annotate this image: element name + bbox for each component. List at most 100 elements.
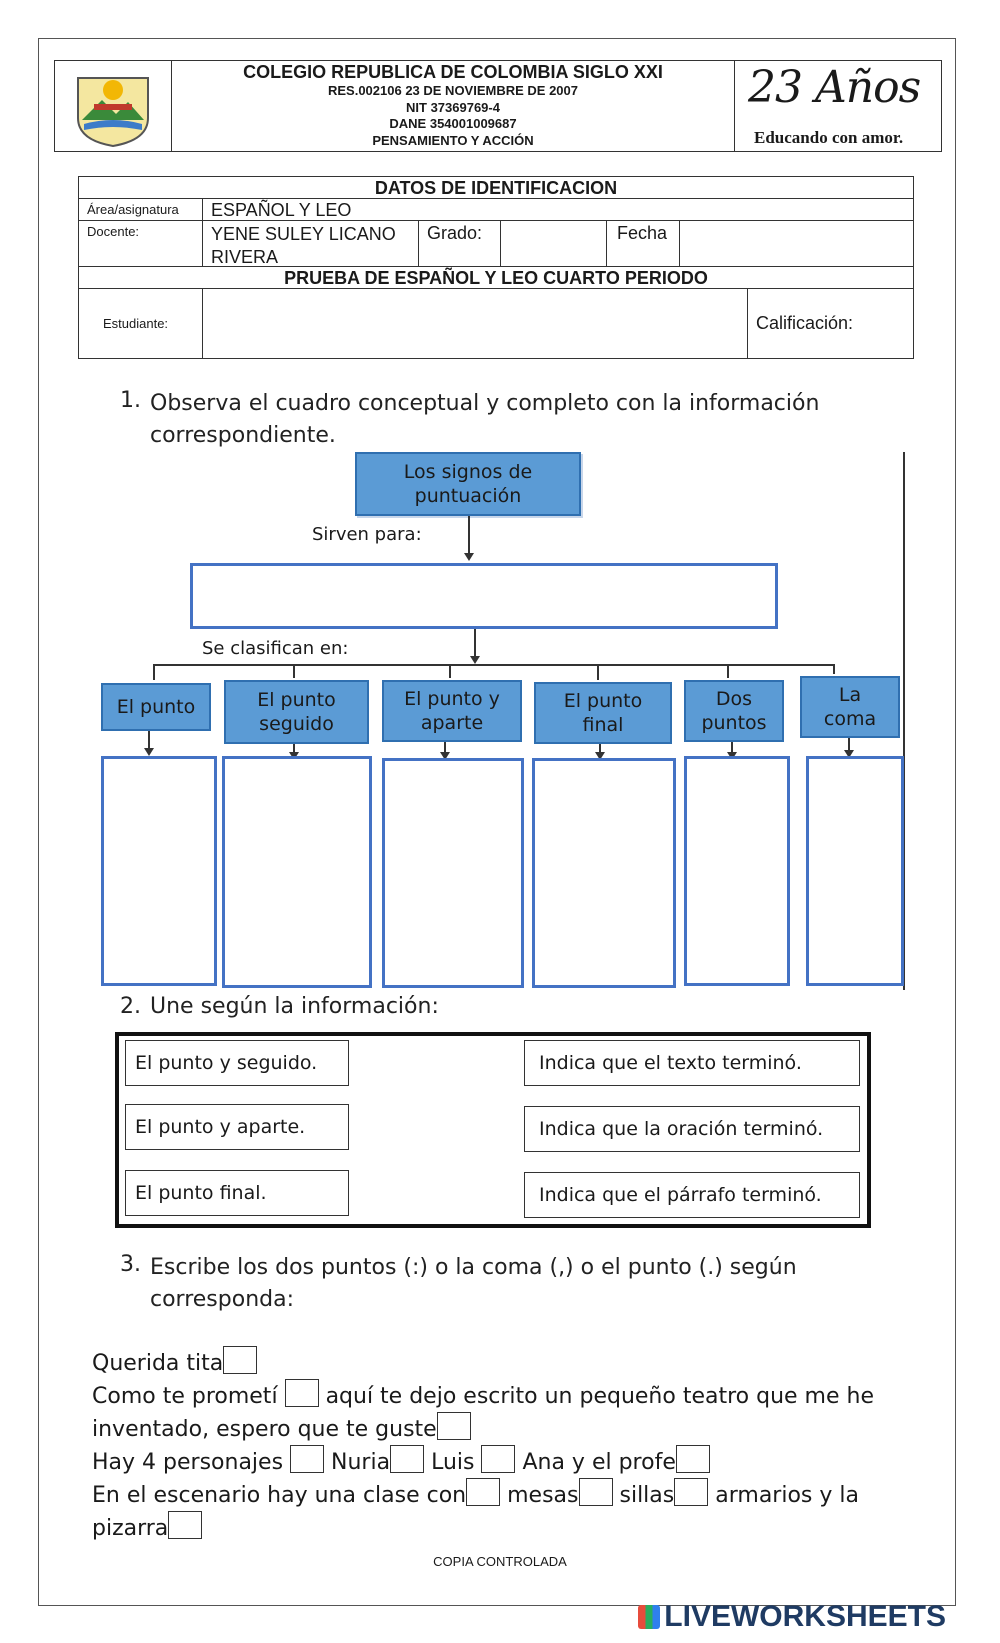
- teacher-value: YENE SULEY LICANO RIVERA: [203, 221, 419, 267]
- answer-box-el-punto[interactable]: [101, 756, 217, 986]
- punctuation-blank[interactable]: [290, 1445, 325, 1473]
- text-fragment: pizarra: [92, 1516, 169, 1541]
- match-right-3[interactable]: Indica que el párrafo terminó.: [524, 1172, 860, 1218]
- purpose-answer-box[interactable]: [190, 563, 778, 629]
- match-left-3[interactable]: El punto final.: [125, 1170, 349, 1216]
- slogan: Educando con amor.: [754, 128, 904, 147]
- line-3: inventado, espero que te guste: [92, 1412, 912, 1445]
- match-left-1[interactable]: El punto y seguido.: [125, 1040, 349, 1086]
- question-2-number: 2.: [120, 994, 141, 1019]
- punctuation-blank[interactable]: [284, 1379, 319, 1407]
- classify-label: Se clasifican en:: [202, 638, 349, 659]
- answer-box-punto-aparte[interactable]: [382, 758, 524, 988]
- resolution: RES.002106 23 DE NOVIEMBRE DE 2007: [327, 83, 578, 98]
- punctuation-blank[interactable]: [578, 1478, 613, 1506]
- category-punto-seguido: El punto seguido: [224, 680, 369, 744]
- arrow-down: [470, 656, 480, 664]
- serve-label: Sirven para:: [312, 524, 422, 545]
- category-dos-puntos: Dos puntos: [684, 680, 784, 742]
- arrow-down: [144, 748, 154, 756]
- question-3-number: 3.: [120, 1252, 141, 1277]
- connector: [449, 664, 451, 678]
- area-value: ESPAÑOL Y LEO: [203, 199, 913, 221]
- grade-field[interactable]: [501, 221, 607, 267]
- text-fragment: Nuria: [331, 1450, 391, 1475]
- liveworksheets-logo[interactable]: LIVEWORKSHEETS: [638, 1600, 946, 1634]
- text-fragment: Hay 4 personajes: [92, 1450, 284, 1475]
- liveworksheets-icon: [638, 1605, 661, 1629]
- anniversary-text: 23 Años: [748, 62, 921, 113]
- category-punto-aparte: El punto y aparte: [382, 680, 522, 742]
- match-right-2[interactable]: Indica que la oración terminó.: [524, 1106, 860, 1152]
- line-6: pizarra: [92, 1511, 912, 1544]
- match-left-2[interactable]: El punto y aparte.: [125, 1104, 349, 1150]
- connector: [597, 664, 599, 680]
- school-logo: [54, 60, 172, 152]
- category-la-coma: La coma: [800, 676, 900, 738]
- text-fragment: Como te prometí: [92, 1384, 278, 1409]
- text-fragment: sillas: [619, 1483, 675, 1508]
- arrow-down: [464, 553, 474, 561]
- answer-box-la-coma[interactable]: [806, 756, 904, 986]
- teacher-label: Docente:: [79, 221, 203, 267]
- connector: [727, 664, 729, 678]
- connector: [833, 664, 835, 674]
- text-fragment: Querida tita: [92, 1351, 224, 1376]
- nit: NIT 37369769-4: [406, 99, 500, 115]
- line-4: Hay 4 personajes Nuria Luis Ana y el pro…: [92, 1445, 912, 1478]
- motto: PENSAMIENTO Y ACCIÓN: [372, 132, 534, 148]
- punctuation-blank[interactable]: [675, 1445, 710, 1473]
- connector: [293, 744, 295, 756]
- punctuation-blank[interactable]: [436, 1412, 471, 1440]
- question-1-text: Observa el cuadro conceptual y completo …: [150, 391, 820, 448]
- divider: [903, 452, 905, 990]
- question-3-text: Escribe los dos puntos (:) o la coma (,)…: [150, 1255, 797, 1312]
- match-right-1[interactable]: Indica que el texto terminó.: [524, 1040, 860, 1086]
- answer-box-punto-final[interactable]: [532, 758, 676, 988]
- score-label: Calificación:: [756, 313, 854, 333]
- controlled-copy-label: COPIA CONTROLADA: [433, 1554, 567, 1569]
- connector: [848, 738, 850, 754]
- punctuation-blank[interactable]: [223, 1346, 258, 1374]
- text-fragment: armarios y la: [715, 1483, 859, 1508]
- question-2-text: Une según la información:: [150, 994, 439, 1019]
- text-fragment: Ana y el profe: [522, 1450, 676, 1475]
- connector: [153, 664, 155, 680]
- punctuation-blank[interactable]: [390, 1445, 425, 1473]
- identification-table: DATOS DE IDENTIFICACION Área/asignatura …: [78, 176, 914, 359]
- student-field[interactable]: [203, 289, 748, 358]
- connector: [731, 742, 733, 754]
- text-fragment: Luis: [431, 1450, 475, 1475]
- arrow-down: [844, 750, 854, 758]
- punctuation-blank[interactable]: [168, 1511, 203, 1539]
- liveworksheets-text: LIVEWORKSHEETS: [664, 1600, 946, 1633]
- text-fragment: aquí te dejo escrito un pequeño teatro q…: [325, 1384, 874, 1409]
- student-label: Estudiante:: [79, 289, 203, 358]
- arrow-down: [595, 752, 605, 760]
- date-field[interactable]: [680, 221, 913, 267]
- answer-box-punto-seguido[interactable]: [222, 756, 372, 988]
- category-el-punto: El punto: [101, 683, 211, 731]
- answer-box-dos-puntos[interactable]: [684, 756, 790, 986]
- exercise-paragraph: Querida tita Como te prometí aquí te dej…: [92, 1346, 912, 1544]
- punctuation-blank[interactable]: [674, 1478, 709, 1506]
- dane: DANE 354001009687: [389, 116, 517, 131]
- punctuation-blank[interactable]: [466, 1478, 501, 1506]
- concept-root: Los signos de puntuación: [355, 452, 581, 516]
- anniversary-box: [734, 60, 942, 152]
- text-fragment: En el escenario hay una clase con: [92, 1483, 467, 1508]
- date-label: Fecha: [607, 221, 680, 267]
- matching-frame: [115, 1032, 871, 1228]
- connector: [444, 742, 446, 756]
- connector: [468, 516, 470, 556]
- punctuation-blank[interactable]: [481, 1445, 516, 1473]
- connector: [474, 629, 476, 660]
- school-name: COLEGIO REPUBLICA DE COLOMBIA SIGLO XXI: [243, 62, 663, 82]
- text-fragment: inventado, espero que te guste: [92, 1417, 437, 1442]
- connector: [599, 744, 601, 756]
- line-1: Querida tita: [92, 1346, 912, 1379]
- category-punto-final: El punto final: [534, 682, 672, 744]
- horizontal-connector: [154, 664, 834, 666]
- connector: [148, 731, 150, 751]
- connector: [293, 664, 295, 678]
